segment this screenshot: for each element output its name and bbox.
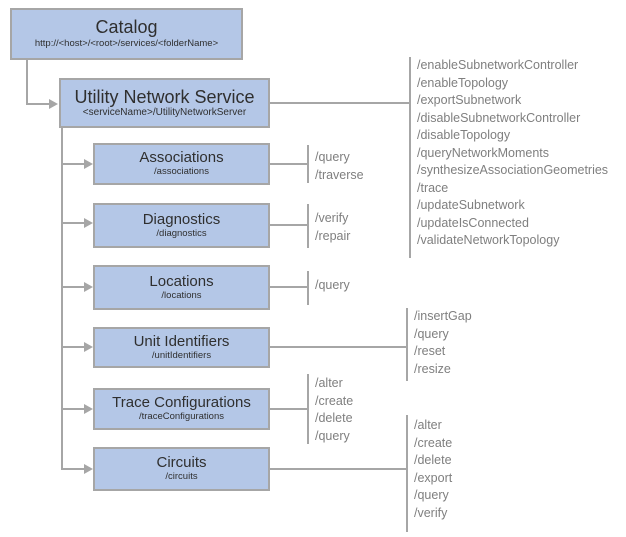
operations-list-locations: /query xyxy=(315,278,350,292)
branch-line-diagnostics xyxy=(61,222,85,224)
operations-list-diagnostics: /verify /repair xyxy=(315,211,351,243)
branch-line-unit-identifiers xyxy=(61,346,85,348)
node-url-path: /associations xyxy=(154,166,209,178)
operations-bracket-circuits xyxy=(406,415,408,532)
branch-line-circuits xyxy=(61,468,85,470)
node-url-path: <serviceName>/UtilityNetworkServer xyxy=(82,107,247,119)
node-utility-network-service: Utility Network Service <serviceName>/Ut… xyxy=(59,78,270,128)
arrowhead-to-service-icon xyxy=(49,99,58,109)
node-url-path: /diagnostics xyxy=(156,227,207,239)
operations-bracket-service xyxy=(409,57,411,258)
arrowhead-to-associations-icon xyxy=(84,159,93,169)
connector-circuits-operations-line xyxy=(268,468,406,470)
connector-catalog-drop-line xyxy=(26,60,28,105)
operations-bracket-diagnostics xyxy=(307,204,309,248)
connector-trunk-line xyxy=(61,128,63,470)
connector-associations-operations-line xyxy=(268,163,307,165)
node-title: Circuits xyxy=(156,454,207,472)
node-locations: Locations /locations xyxy=(93,265,270,310)
node-trace-configurations: Trace Configurations /traceConfiguration… xyxy=(93,388,270,430)
node-url-path: /locations xyxy=(161,289,202,301)
node-diagnostics: Diagnostics /diagnostics xyxy=(93,203,270,248)
node-catalog: Catalog http://<host>/<root>/services/<f… xyxy=(10,8,243,60)
node-title: Utility Network Service xyxy=(74,86,255,107)
node-title: Locations xyxy=(149,272,214,290)
node-url-path: http://<host>/<root>/services/<folderNam… xyxy=(34,38,219,50)
node-url-path: /circuits xyxy=(165,471,198,483)
arrowhead-to-diagnostics-icon xyxy=(84,218,93,228)
branch-line-associations xyxy=(61,163,85,165)
operations-bracket-trace-configurations xyxy=(307,374,309,444)
connector-locations-operations-line xyxy=(268,286,307,288)
operations-bracket-unit-identifiers xyxy=(406,308,408,381)
connector-trace-configurations-operations-line xyxy=(268,408,307,410)
node-title: Unit Identifiers xyxy=(133,332,230,350)
node-title: Catalog xyxy=(95,17,158,38)
operations-list-trace-configurations: /alter /create /delete /query xyxy=(315,376,354,443)
arrowhead-to-unit-identifiers-icon xyxy=(84,342,93,352)
connector-catalog-horizontal-line xyxy=(26,103,50,105)
node-url-path: /traceConfigurations xyxy=(138,411,225,423)
arrowhead-to-trace-configurations-icon xyxy=(84,404,93,414)
branch-line-locations xyxy=(61,286,85,288)
connector-service-operations-line xyxy=(270,102,409,104)
arrowhead-to-locations-icon xyxy=(84,282,93,292)
node-associations: Associations /associations xyxy=(93,143,270,185)
node-unit-identifiers: Unit Identifiers /unitIdentifiers xyxy=(93,327,270,368)
operations-list-circuits: /alter /create /delete /export /query /v… xyxy=(414,418,453,520)
node-url-path: /unitIdentifiers xyxy=(151,349,212,361)
operations-list-associations: /query /traverse xyxy=(315,150,364,182)
operations-bracket-locations xyxy=(307,271,309,305)
node-title: Trace Configurations xyxy=(112,394,251,412)
node-circuits: Circuits /circuits xyxy=(93,447,270,491)
arrowhead-to-circuits-icon xyxy=(84,464,93,474)
connector-unit-identifiers-operations-line xyxy=(268,346,406,348)
branch-line-trace-configurations xyxy=(61,408,85,410)
connector-diagnostics-operations-line xyxy=(268,224,307,226)
operations-list-service: /enableSubnetworkController /enableTopol… xyxy=(417,58,609,247)
node-title: Associations xyxy=(139,149,224,167)
node-title: Diagnostics xyxy=(142,210,221,228)
operations-bracket-associations xyxy=(307,145,309,183)
operations-list-unit-identifiers: /insertGap /query /reset /resize xyxy=(414,309,472,376)
